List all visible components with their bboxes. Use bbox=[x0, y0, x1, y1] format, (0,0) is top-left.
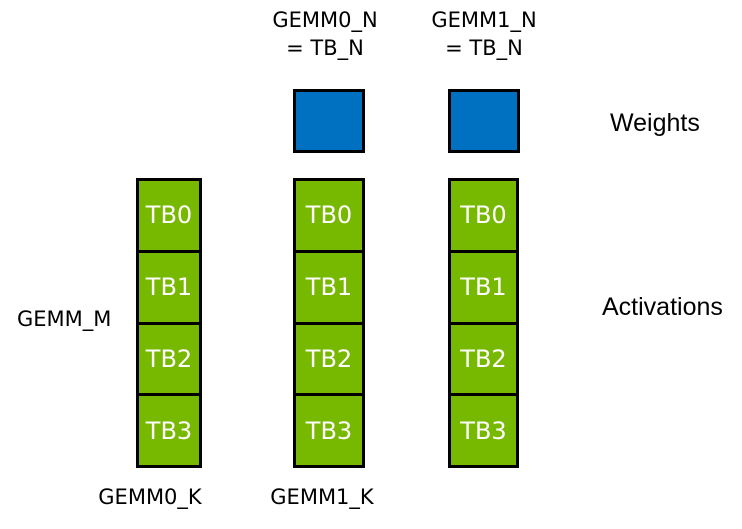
gemm0-n-label-line1: GEMM0_N bbox=[272, 8, 378, 32]
activations-label: Activations bbox=[602, 293, 723, 321]
gemm1-n-label-line1: GEMM1_N bbox=[431, 8, 537, 32]
tb-cell: TB3 bbox=[139, 393, 199, 465]
tb-cell: TB2 bbox=[139, 321, 199, 394]
tb-cell: TB0 bbox=[139, 181, 199, 250]
gemm1-n-label-line2: = TB_N bbox=[445, 36, 523, 60]
activation-column-0: TB0 TB1 TB2 TB3 bbox=[136, 178, 202, 468]
tb-cell: TB2 bbox=[296, 321, 362, 394]
tb-cell: TB3 bbox=[296, 393, 362, 465]
weights-label: Weights bbox=[610, 109, 700, 137]
gemm-m-label: GEMM_M bbox=[17, 307, 112, 331]
activation-column-1: TB0 TB1 TB2 TB3 bbox=[293, 178, 365, 468]
tb-cell: TB0 bbox=[451, 181, 516, 250]
gemm1-n-label: GEMM1_N = TB_N bbox=[399, 6, 569, 62]
activation-column-2: TB0 TB1 TB2 TB3 bbox=[448, 178, 519, 468]
gemm0-n-label-line2: = TB_N bbox=[286, 36, 364, 60]
gemm1-k-label: GEMM1_K bbox=[270, 485, 374, 509]
gemm0-n-label: GEMM0_N = TB_N bbox=[240, 6, 410, 62]
weights-box-gemm0 bbox=[293, 89, 365, 153]
tb-cell: TB2 bbox=[451, 321, 516, 394]
tb-cell: TB1 bbox=[139, 249, 199, 322]
tb-cell: TB3 bbox=[451, 393, 516, 465]
tb-cell: TB1 bbox=[296, 249, 362, 322]
tb-cell: TB0 bbox=[296, 181, 362, 250]
gemm0-k-label: GEMM0_K bbox=[98, 485, 202, 509]
tb-cell: TB1 bbox=[451, 249, 516, 322]
weights-box-gemm1 bbox=[448, 89, 520, 153]
